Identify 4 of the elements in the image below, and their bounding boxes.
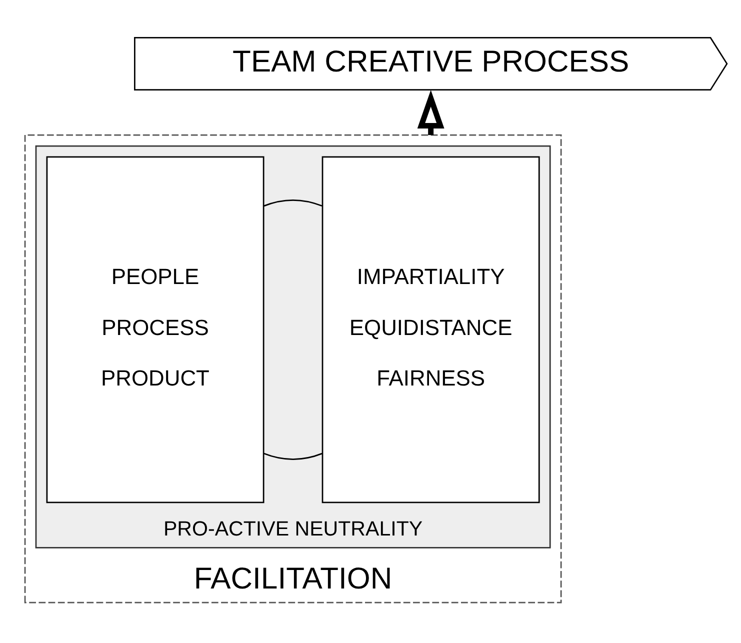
node-box: PEOPLE PROCESS PRODUCT	[46, 156, 264, 504]
node-box: IMPARTIALITY EQUIDISTANCE FAIRNESS	[322, 156, 540, 504]
connector	[264, 452, 322, 460]
connector	[264, 199, 322, 207]
